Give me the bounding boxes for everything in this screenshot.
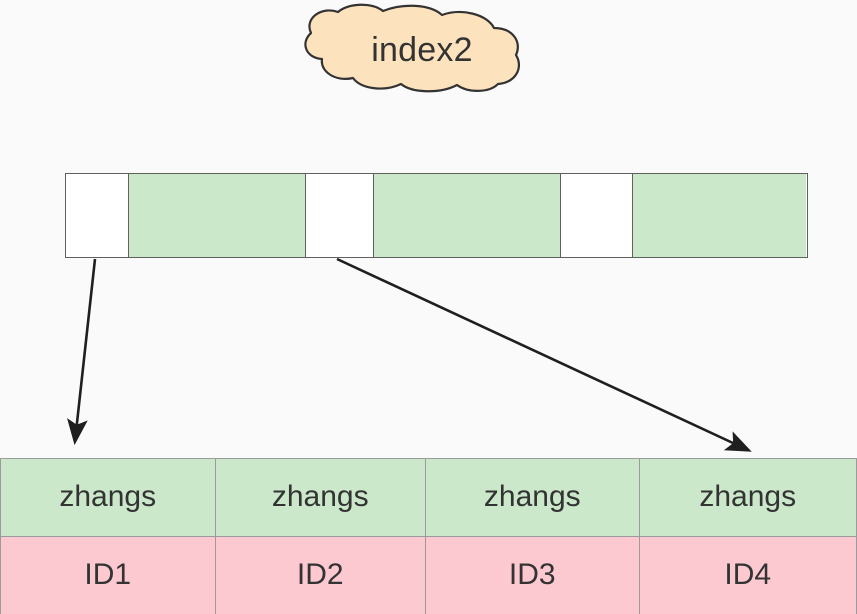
cloud-shape (304, 3, 521, 93)
cell-name-4: zhangs (699, 480, 797, 514)
index-slot-3[interactable] (306, 174, 374, 257)
index-slot-4[interactable] (374, 174, 561, 257)
cell-name-1: zhangs (1, 459, 216, 536)
table-row-name: zhangs zhangs zhangs zhangs (1, 459, 856, 537)
index-slot-6[interactable] (633, 174, 806, 257)
cell-id-3: ID3 (426, 536, 640, 614)
arrow-slot3-to-col4 (336, 257, 752, 452)
cell-id-1: ID1 (1, 536, 216, 614)
index-page-bar[interactable] (65, 173, 808, 258)
cell-name-2: zhangs (216, 459, 427, 536)
index-slot-1[interactable] (66, 174, 129, 257)
index-slot-2[interactable] (129, 174, 306, 257)
cell-id-4: ID4 (724, 558, 772, 592)
cloud-node[interactable] (304, 3, 521, 93)
table-row-id: ID1 ID2 ID3 ID4 (1, 536, 856, 614)
index-slot-5[interactable] (561, 174, 633, 257)
cell-name-3: zhangs (426, 459, 640, 536)
arrow-slot1-to-col1 (67, 258, 97, 446)
cell-id-2: ID2 (216, 536, 427, 614)
row-data-table: zhangs zhangs zhangs zhangs ID1 ID2 ID3 … (0, 458, 857, 614)
